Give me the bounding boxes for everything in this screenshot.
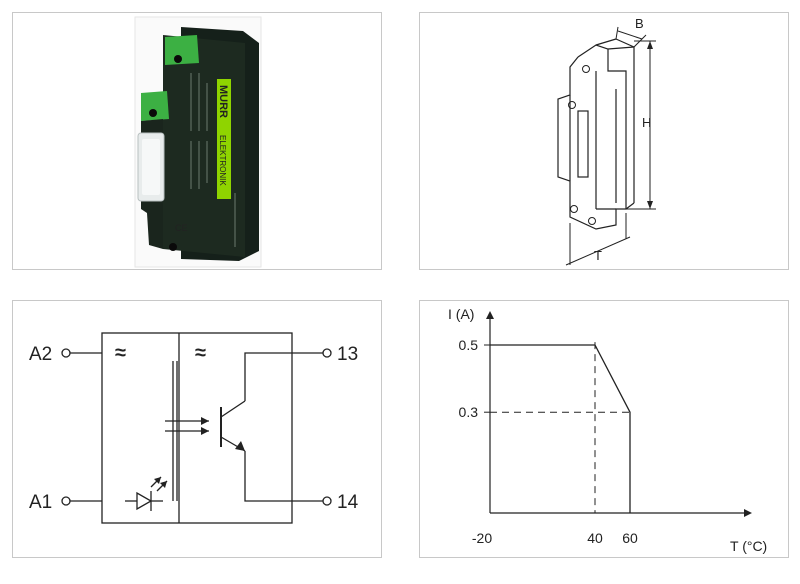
terminal-a2-node (61, 348, 71, 358)
arrowhead-icon (201, 427, 209, 435)
module-outline (557, 38, 635, 230)
window-inner (142, 139, 160, 195)
terminal-13-label: 13 (337, 344, 358, 365)
schematic-panel: A2 A1 13 14 ≈ ≈ (12, 300, 382, 558)
chart-reference-lines (490, 342, 630, 513)
chart-xlabel: T (°C) (730, 538, 767, 554)
ac-symbol-output: ≈ (195, 342, 206, 364)
chart-ticks: -20 40 60 0.5 0.3 (459, 337, 638, 546)
top-terminal-block (165, 35, 199, 65)
chart-series (490, 344, 631, 513)
screw-hole-icon (169, 243, 177, 251)
screw-hole-icon (174, 55, 182, 63)
derating-chart-panel: -20 40 60 0.5 0.3 I (A) T (°C) (419, 300, 789, 558)
y-tick-label: 0.3 (459, 404, 479, 420)
terminal-a1-label: A1 (29, 492, 52, 513)
led-diode-icon (136, 491, 153, 511)
brand-label-strip: MURR ELEKTRONIK (217, 79, 231, 199)
chart-axes (486, 311, 752, 517)
circuit-schematic: A2 A1 13 14 ≈ ≈ (29, 332, 359, 524)
terminal-13-node (322, 348, 332, 358)
dim-label-t: T (594, 248, 602, 263)
screw-details (568, 65, 596, 225)
dim-label-h: H (642, 115, 651, 130)
brand-name: MURR (217, 85, 229, 118)
y-tick-label: 0.5 (459, 337, 479, 353)
x-axis-arrow-icon (744, 509, 752, 517)
emitter-arrow-icon (235, 441, 245, 451)
derating-curve (490, 344, 631, 513)
transistor-collector (220, 400, 246, 418)
ce-mark: CE (175, 223, 188, 233)
emitter-lead (244, 451, 292, 502)
dimension-drawing-panel: B H T (419, 12, 789, 270)
dimension-arrows (647, 41, 653, 209)
middle-terminal-block (141, 91, 169, 121)
ac-symbol-input: ≈ (115, 342, 126, 364)
collector-lead (244, 352, 292, 401)
brand-subtitle: ELEKTRONIK (218, 135, 227, 186)
arrowhead-icon (154, 477, 161, 484)
device-box (101, 332, 293, 524)
product-photo-panel: MURR ELEKTRONIK CE (12, 12, 382, 270)
x-tick-label: 60 (622, 530, 638, 546)
y-axis-arrow-icon (486, 311, 494, 319)
derating-chart: -20 40 60 0.5 0.3 I (A) T (°C) (448, 306, 767, 554)
x-tick-label: -20 (472, 530, 492, 546)
dimension-lines (565, 26, 656, 266)
terminal-a1-node (61, 496, 71, 506)
x-tick-label: 40 (587, 530, 603, 546)
terminal-a2-label: A2 (29, 344, 52, 365)
label-fine-print (190, 73, 236, 247)
relay-module-photo: MURR ELEKTRONIK CE (134, 16, 262, 268)
screw-hole-icon (149, 109, 157, 117)
chart-ylabel: I (A) (448, 306, 474, 322)
dimension-drawing: B H T (557, 16, 656, 266)
terminal-14-label: 14 (337, 492, 359, 513)
arrowhead-icon (160, 481, 167, 488)
terminal-14-node (322, 496, 332, 506)
arrowhead-icon (201, 417, 209, 425)
dim-label-b: B (635, 16, 644, 31)
